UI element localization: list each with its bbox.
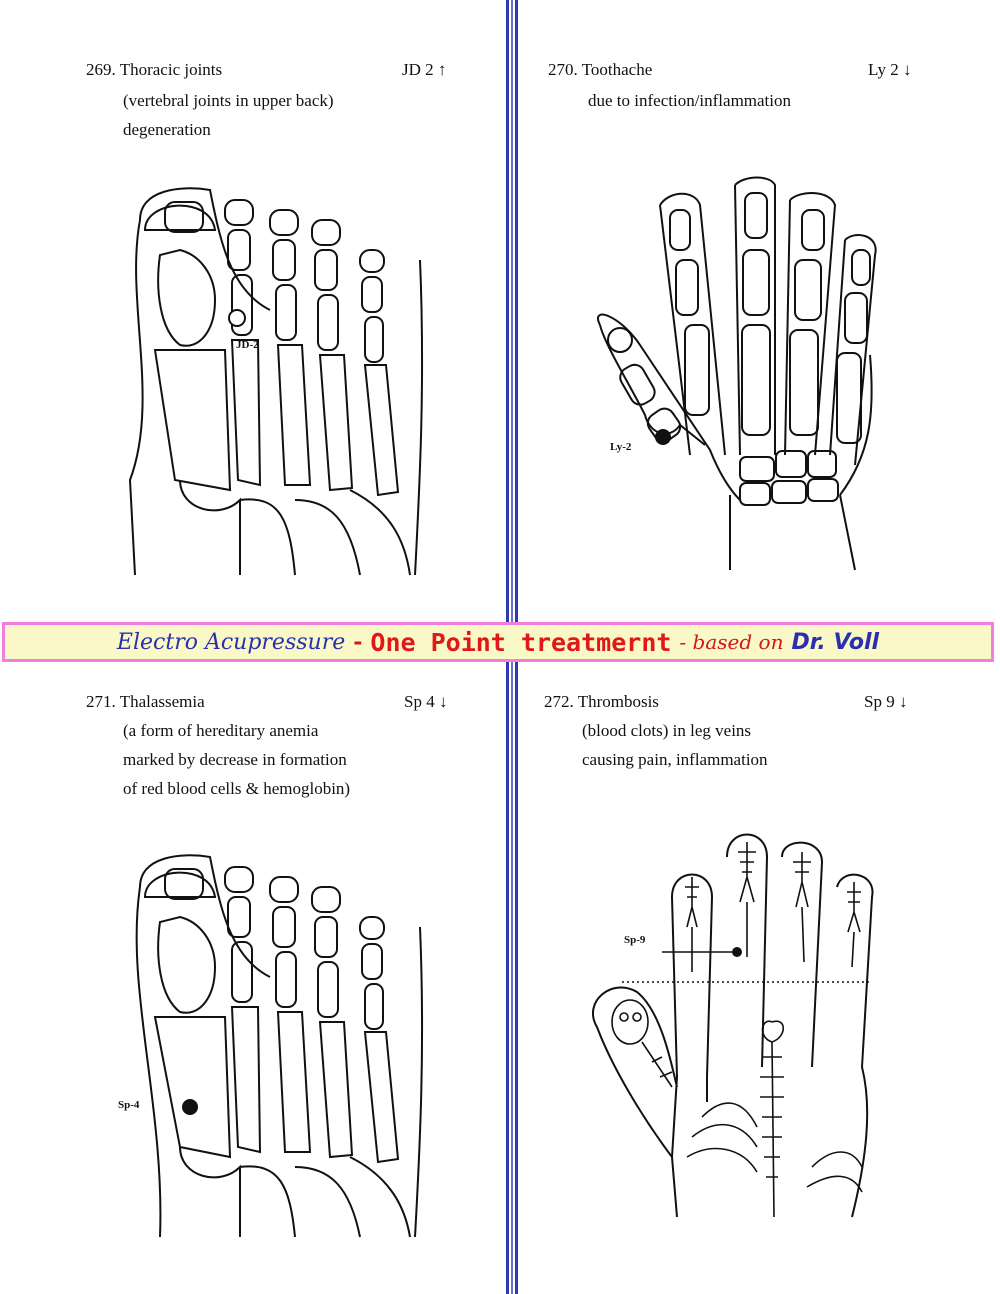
banner-part4: Dr. Voll	[791, 629, 880, 655]
entry-272: 272. Thrombosis Sp 9 ↓ (blood clots) in …	[520, 672, 1000, 1294]
entry-271: 271. Thalassemia Sp 4 ↓ (a form of hered…	[0, 672, 500, 1294]
point-marker-ly2	[655, 429, 671, 445]
entry-description: (vertebral joints in upper back) degener…	[123, 91, 334, 139]
banner-dash: -	[353, 629, 363, 655]
point-label: Ly-2	[610, 441, 632, 453]
point-label: Sp-4	[118, 1099, 140, 1111]
entry-description: (blood clots) in leg veins causing pain,…	[582, 721, 768, 769]
point-code: Ly 2 ↓	[868, 60, 912, 79]
hand-skeleton-illustration	[592, 833, 874, 1218]
entry-270: 270. Toothache Ly 2 ↓ due to infection/i…	[520, 0, 1000, 620]
banner-part2: One Point treatmernt	[370, 627, 672, 657]
point-marker-jd2	[228, 309, 246, 327]
entry-description: (a form of hereditary anemia marked by d…	[123, 721, 351, 798]
entry-description: due to infection/inflammation	[588, 91, 792, 110]
banner-part1: Electro Acupressure	[116, 629, 346, 655]
title-banner: Electro Acupressure - One Point treatmer…	[2, 622, 994, 662]
entry-title: 270. Toothache	[548, 60, 653, 79]
point-marker-sp4	[182, 1099, 198, 1115]
foot-illustration	[128, 187, 424, 576]
point-code: Sp 4 ↓	[404, 692, 448, 711]
entry-title: 269. Thoracic joints	[86, 60, 223, 79]
point-marker-sp9	[732, 947, 742, 957]
point-code: Sp 9 ↓	[864, 692, 908, 711]
entry-269: 269. Thoracic joints JD 2 ↑ (vertebral j…	[0, 0, 500, 620]
point-code: JD 2 ↑	[402, 60, 447, 79]
entry-title: 272. Thrombosis	[544, 692, 659, 711]
entry-title: 271. Thalassemia	[86, 692, 205, 711]
point-label: JD-2	[236, 339, 259, 351]
point-label: Sp-9	[624, 934, 646, 946]
banner-part3: - based on	[679, 630, 784, 654]
foot-illustration	[135, 854, 424, 1238]
hand-illustration	[597, 176, 877, 571]
